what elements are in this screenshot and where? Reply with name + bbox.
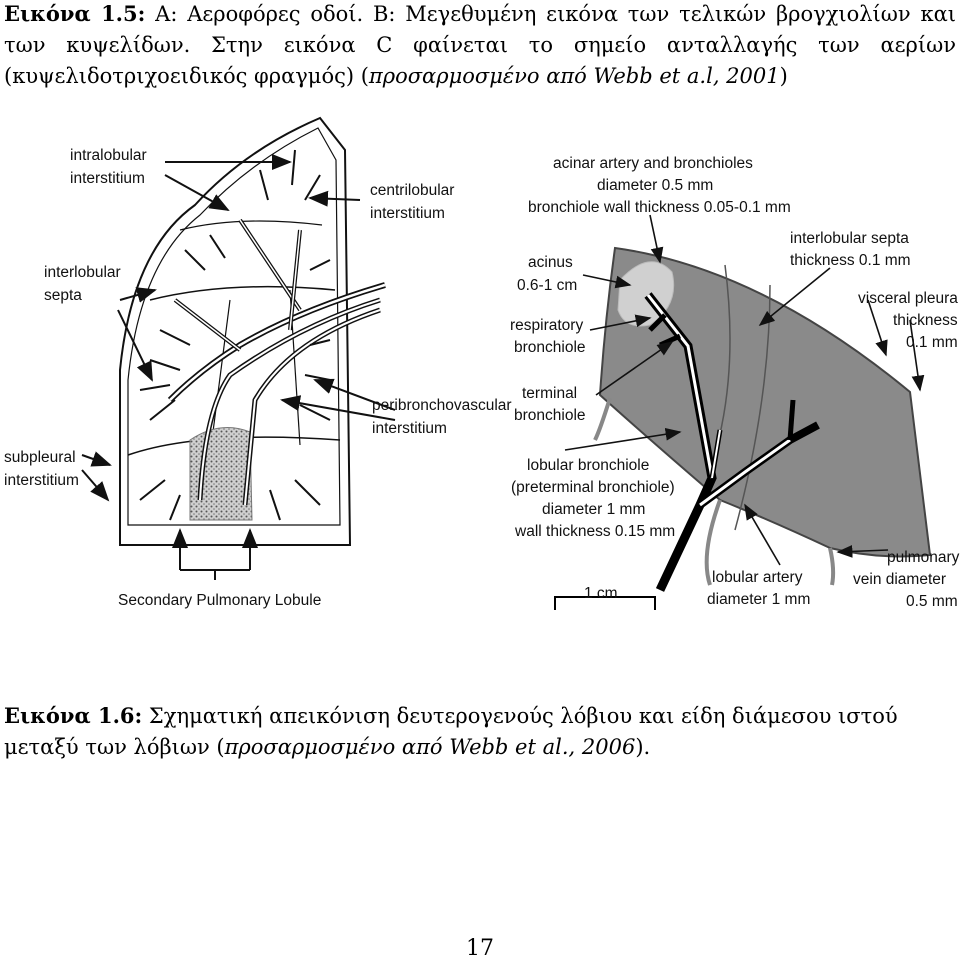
label-lobbr-diameter: diameter 1 mm (542, 501, 645, 518)
label-visceral-pleura: visceral pleura (858, 290, 958, 307)
caption-citation: προσαρμοσμένο από Webb et al., 2006 (225, 735, 636, 759)
label-vein-diameter: vein diameter (853, 571, 946, 588)
lobule-drawing (120, 118, 385, 545)
label-acinar-diameter: diameter 0.5 mm (597, 177, 713, 194)
label-preterminal: (preterminal bronchiole) (511, 479, 675, 496)
label-artery-diameter: diameter 1 mm (707, 591, 810, 608)
label-subpleural: subpleural (4, 449, 76, 466)
label-respiratory-2: bronchiole (514, 339, 586, 356)
label-lobular-bronchiole: lobular bronchiole (527, 457, 649, 474)
label-peribronchovascular-2: interstitium (372, 420, 447, 437)
label-interlobular-septa: interlobular septa (790, 230, 909, 247)
label-vein-value: 0.5 mm (906, 593, 958, 610)
label-terminal: terminal (522, 385, 577, 402)
label-respiratory: respiratory (510, 317, 583, 334)
label-lobular-artery: lobular artery (712, 569, 803, 586)
label-secondary-lobule: Secondary Pulmonary Lobule (118, 592, 321, 609)
label-interlobular-2: septa (44, 287, 82, 304)
label-acinus-size: 0.6-1 cm (517, 277, 577, 294)
figure-1-5-caption: Εικόνα 1.5: Α: Αεροφόρες οδοί. Β: Μεγεθυ… (4, 0, 956, 92)
label-scale-bar: 1 cm (584, 585, 618, 602)
label-pleura-value: 0.1 mm (906, 334, 958, 351)
caption-citation: προσαρμοσμένο από Webb et a.l, 2001 (369, 64, 780, 88)
figure-1-6-caption: Εικόνα 1.6: Σχηματική απεικόνιση δευτερο… (4, 700, 956, 763)
label-pulmonary: pulmonary (887, 549, 960, 566)
label-subpleural-2: interstitium (4, 472, 79, 489)
label-acinar-artery: acinar artery and bronchioles (553, 155, 753, 172)
label-intralobular-2: interstitium (70, 170, 145, 187)
label-pleura-thickness: thickness (893, 312, 958, 329)
caption-label: Εικόνα 1.5: (4, 1, 145, 26)
label-septa-thickness: thickness 0.1 mm (790, 252, 911, 269)
label-interlobular: interlobular (44, 264, 121, 281)
label-centrilobular: centrilobular (370, 182, 454, 199)
figure-secondary-pulmonary-lobule: intralobular interstitium centrilobular … (0, 100, 960, 620)
page-number: 17 (0, 936, 960, 961)
label-terminal-2: bronchiole (514, 407, 586, 424)
label-centrilobular-2: interstitium (370, 205, 445, 222)
caption-close: ) (780, 64, 788, 88)
caption-label: Εικόνα 1.6: (4, 703, 142, 728)
label-intralobular: intralobular (70, 147, 147, 164)
label-peribronchovascular: peribronchovascular (372, 397, 512, 414)
label-lobbr-wall: wall thickness 0.15 mm (514, 523, 675, 540)
label-acinus: acinus (528, 254, 573, 271)
label-bronchiole-wall: bronchiole wall thickness 0.05-0.1 mm (528, 199, 791, 216)
left-labels: intralobular interstitium centrilobular … (4, 147, 512, 609)
caption-close: ). (635, 735, 650, 759)
